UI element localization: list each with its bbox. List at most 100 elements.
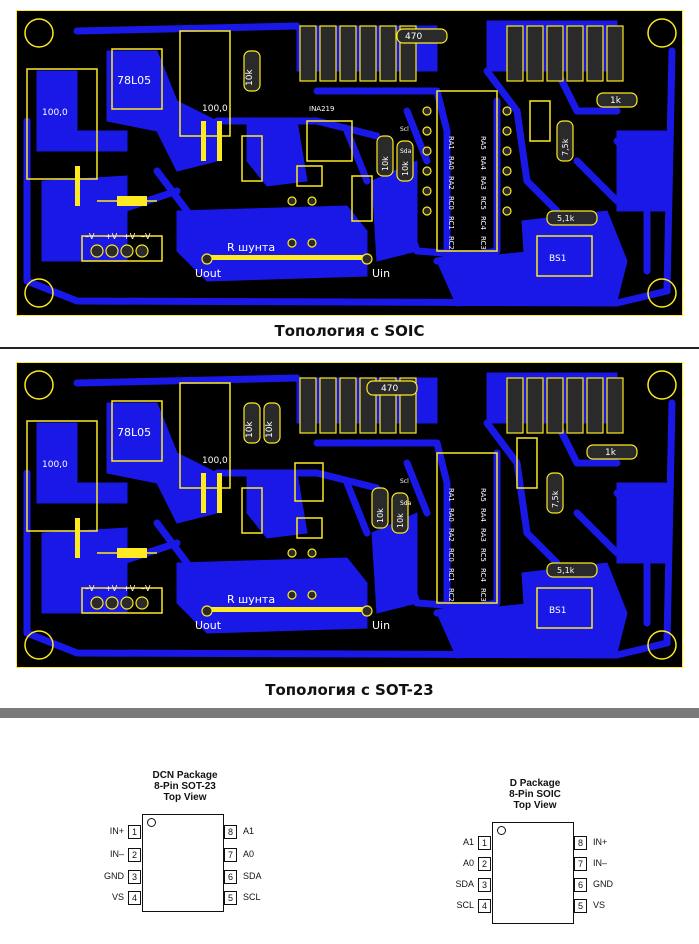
pin-name: SDA <box>243 871 262 881</box>
cap-right-value: 100,0 <box>202 104 228 114</box>
resistor-10k-b: 10k <box>401 161 410 176</box>
regulator-label: 78L05 <box>117 74 151 87</box>
sda-label: Sda <box>400 148 412 155</box>
package-soic-diagram: D Package 8-Pin SOIC Top View 1 2 3 4 A1… <box>450 778 620 924</box>
pin-name: SDA <box>455 879 474 889</box>
pcb-board-soic: 100,0 78L05 100,0 10k 470 1k 7,5k 5,1k 1… <box>16 10 683 316</box>
pic-pin-right-3: RA3 <box>479 176 487 190</box>
package-sot23-body <box>142 814 224 912</box>
pin-number: 3 <box>478 878 491 892</box>
pic-pin-right-1: RA5 <box>479 136 487 150</box>
pin-name: GND <box>593 879 613 889</box>
pic-pin-left-3: RA2 <box>447 528 455 542</box>
cap-left-value: 100,0 <box>42 460 68 470</box>
pin-name: A1 <box>243 826 255 836</box>
power-pin-3: +V <box>123 232 136 241</box>
pic-pin-right-2: RA4 <box>479 156 487 170</box>
resistor-1k: 1k <box>605 448 617 458</box>
board2-caption: Топология с SOT-23 <box>265 681 434 699</box>
pin-name: GND <box>104 871 124 881</box>
power-pin-4: –V <box>141 232 151 241</box>
power-pin-3: +V <box>123 584 136 593</box>
resistor-470: 470 <box>381 384 398 394</box>
pic-pin-left-3: RA2 <box>447 176 455 190</box>
divider-thin <box>0 347 699 349</box>
pin-number: 5 <box>574 899 587 913</box>
pic-pin-left-5: RC1 <box>447 568 455 582</box>
uin-label: Uin <box>372 267 390 280</box>
pin-number: 4 <box>128 891 141 905</box>
pin-number: 8 <box>574 836 587 850</box>
divider-thick <box>0 708 699 718</box>
package-soic-title: D Package 8-Pin SOIC Top View <box>450 778 620 811</box>
pin1-marker-dot <box>147 818 156 827</box>
pin-name: A1 <box>462 837 474 847</box>
power-pin-4: –V <box>141 584 151 593</box>
pin-number: 7 <box>574 857 587 871</box>
pin-number: 7 <box>224 848 237 862</box>
package-sot23-title-line-3: Top View <box>163 792 207 803</box>
pic-pin-left-1: RA1 <box>447 136 455 150</box>
pic-pin-right-4: RC5 <box>479 196 487 210</box>
resistor-10k-top-1: 10k <box>245 421 255 438</box>
pic-pin-right-5: RC4 <box>479 568 487 582</box>
pin-number: 4 <box>478 899 491 913</box>
cap-left-value: 100,0 <box>42 108 68 118</box>
power-pin-2: +V <box>105 232 118 241</box>
pic-pin-left-5: RC1 <box>447 216 455 230</box>
buzzer-label: BS1 <box>549 254 566 264</box>
resistor-10k-top: 10k <box>245 69 255 86</box>
pic-pin-right-2: RA4 <box>479 508 487 522</box>
resistor-5-1k: 5,1k <box>557 214 575 223</box>
pin-number: 8 <box>224 825 237 839</box>
resistor-10k-b: 10k <box>396 513 405 528</box>
resistor-5-1k: 5,1k <box>557 566 575 575</box>
package-sot23-title-line-2: 8-Pin SOT-23 <box>154 781 216 792</box>
pic-pin-left-6: RC2 <box>447 236 455 250</box>
pin-number: 6 <box>574 878 587 892</box>
pin-number: 5 <box>224 891 237 905</box>
regulator-label: 78L05 <box>117 426 151 439</box>
resistor-7-5k: 7,5k <box>561 138 570 156</box>
resistor-470: 470 <box>405 32 422 42</box>
resistor-10k-a: 10k <box>376 508 385 523</box>
package-soic-title-line-1: D Package <box>509 778 561 789</box>
pin1-marker-dot <box>497 826 506 835</box>
package-soic-title-line-2: 8-Pin SOIC <box>509 789 561 800</box>
pin-number: 1 <box>128 825 141 839</box>
resistor-10k-top-2: 10k <box>265 421 275 438</box>
pic-pin-left-2: RA0 <box>447 508 455 522</box>
pin-name: IN+ <box>593 837 608 847</box>
pin-name: SCL <box>243 892 261 902</box>
resistor-1k: 1k <box>610 96 622 106</box>
pin-number: 2 <box>478 857 491 871</box>
pcb-board-sot23-drawing: 100,0 78L05 100,0 10k 10k 470 1k 7,5k 5,… <box>23 370 677 660</box>
pic-pin-right-5: RC4 <box>479 216 487 230</box>
pic-pin-left-6: RC2 <box>447 588 455 602</box>
pic-pin-right-6: RC3 <box>479 588 487 602</box>
power-pin-1: –V <box>85 584 95 593</box>
pin-name: IN+ <box>109 826 124 836</box>
ina219-label: INA219 <box>309 105 334 113</box>
pin-number: 3 <box>128 870 141 884</box>
pin-name: VS <box>111 892 124 902</box>
power-pin-1: –V <box>85 232 95 241</box>
pin-number: 2 <box>128 848 141 862</box>
board1-caption: Топология с SOIC <box>274 322 425 340</box>
package-soic-title-line-3: Top View <box>513 800 557 811</box>
sda-label: Sda <box>400 500 412 507</box>
buzzer-label: BS1 <box>549 606 566 616</box>
power-pin-2: +V <box>105 584 118 593</box>
uout-label: Uout <box>195 619 222 632</box>
pin-name: A0 <box>243 849 255 859</box>
pic-pin-left-4: RC0 <box>447 196 455 210</box>
package-soic-body <box>492 822 574 924</box>
resistor-7-5k: 7,5k <box>551 490 560 508</box>
pic-pin-right-6: RC3 <box>479 236 487 250</box>
pin-name: IN– <box>593 858 608 868</box>
pin-name: A0 <box>462 858 474 868</box>
shunt-label: R шунта <box>227 593 275 606</box>
pic-pin-right-3: RA3 <box>479 528 487 542</box>
pin-name: VS <box>593 900 606 910</box>
package-sot23-title-line-1: DCN Package <box>152 770 218 781</box>
